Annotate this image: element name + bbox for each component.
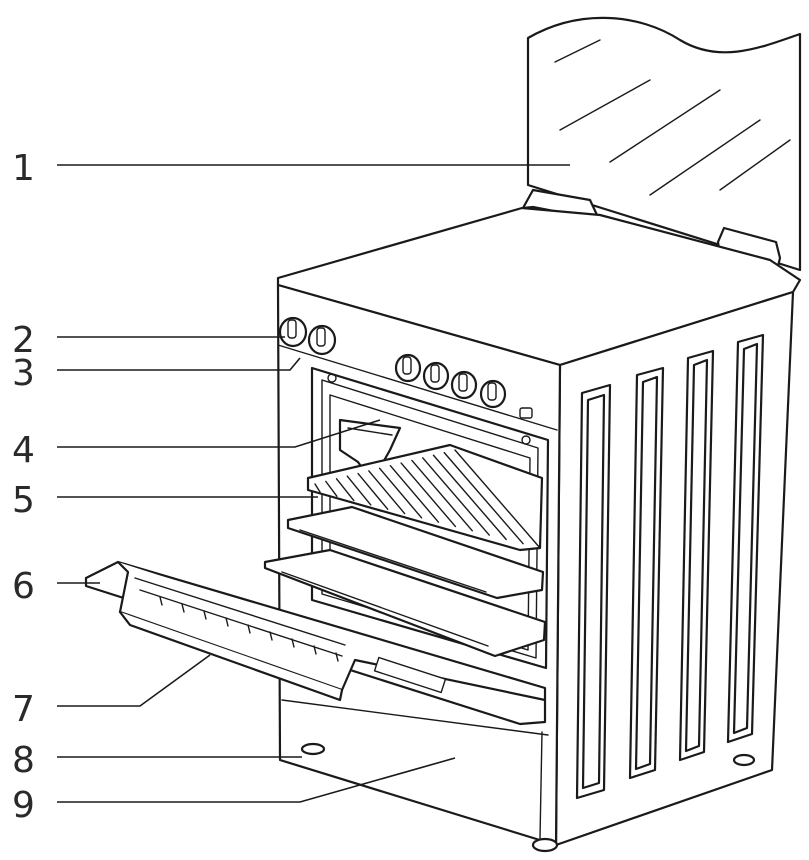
oven-door <box>84 560 547 726</box>
shelf-wire <box>357 472 389 510</box>
callout-number: 2 <box>12 320 35 361</box>
shelf-wire <box>368 470 406 515</box>
control-knobs <box>278 316 507 409</box>
shelf-wire <box>421 457 490 536</box>
door-vent-mark <box>291 638 295 648</box>
door-vent-mark <box>313 645 317 655</box>
callout-number: 3 <box>12 353 35 394</box>
shelf-wire <box>314 483 321 493</box>
door-vent-mark <box>181 603 185 613</box>
shelf-wire <box>443 451 524 545</box>
door-vent-mark <box>159 596 163 606</box>
wire-shelf <box>306 443 544 552</box>
leader-lines <box>57 164 570 803</box>
knob-icon <box>307 324 337 356</box>
foot-icon <box>300 742 326 756</box>
door-vent-mark <box>203 610 207 620</box>
baking-trays <box>263 505 547 658</box>
shelf-wire <box>378 467 423 519</box>
callout-number: 1 <box>12 148 35 189</box>
knob-icon <box>278 316 308 348</box>
shelf-wire <box>346 475 372 506</box>
shelf-wire <box>411 459 474 532</box>
foot-icon <box>732 753 756 767</box>
oven-light-icon <box>519 407 533 419</box>
callout-numbers: 1 2 3 4 5 6 7 8 9 <box>12 148 35 826</box>
knob-icon <box>422 361 450 391</box>
shelf-wire <box>400 462 457 528</box>
shelf-wire <box>432 454 507 541</box>
feet <box>300 742 756 853</box>
shelf-wire <box>335 478 355 502</box>
callout-number: 6 <box>12 566 35 607</box>
storage-drawer <box>281 699 549 839</box>
side-panel <box>554 290 795 847</box>
door-vent-mark <box>269 631 273 641</box>
callout-number: 8 <box>12 740 35 781</box>
shelf-wire <box>325 480 338 498</box>
door-vent-mark <box>247 624 251 634</box>
foot-icon <box>531 837 559 853</box>
knob-icon <box>450 370 478 400</box>
callout-number: 7 <box>12 689 35 730</box>
callout-number: 4 <box>12 430 35 471</box>
door-vent-mark <box>335 652 339 662</box>
knob-icon <box>479 379 507 409</box>
knob-icon <box>394 353 422 383</box>
callout-number: 5 <box>12 480 35 521</box>
door-vent-mark <box>225 617 229 627</box>
callout-number: 9 <box>12 785 35 826</box>
shelf-wire <box>389 464 440 523</box>
shelf-wire <box>454 449 541 549</box>
